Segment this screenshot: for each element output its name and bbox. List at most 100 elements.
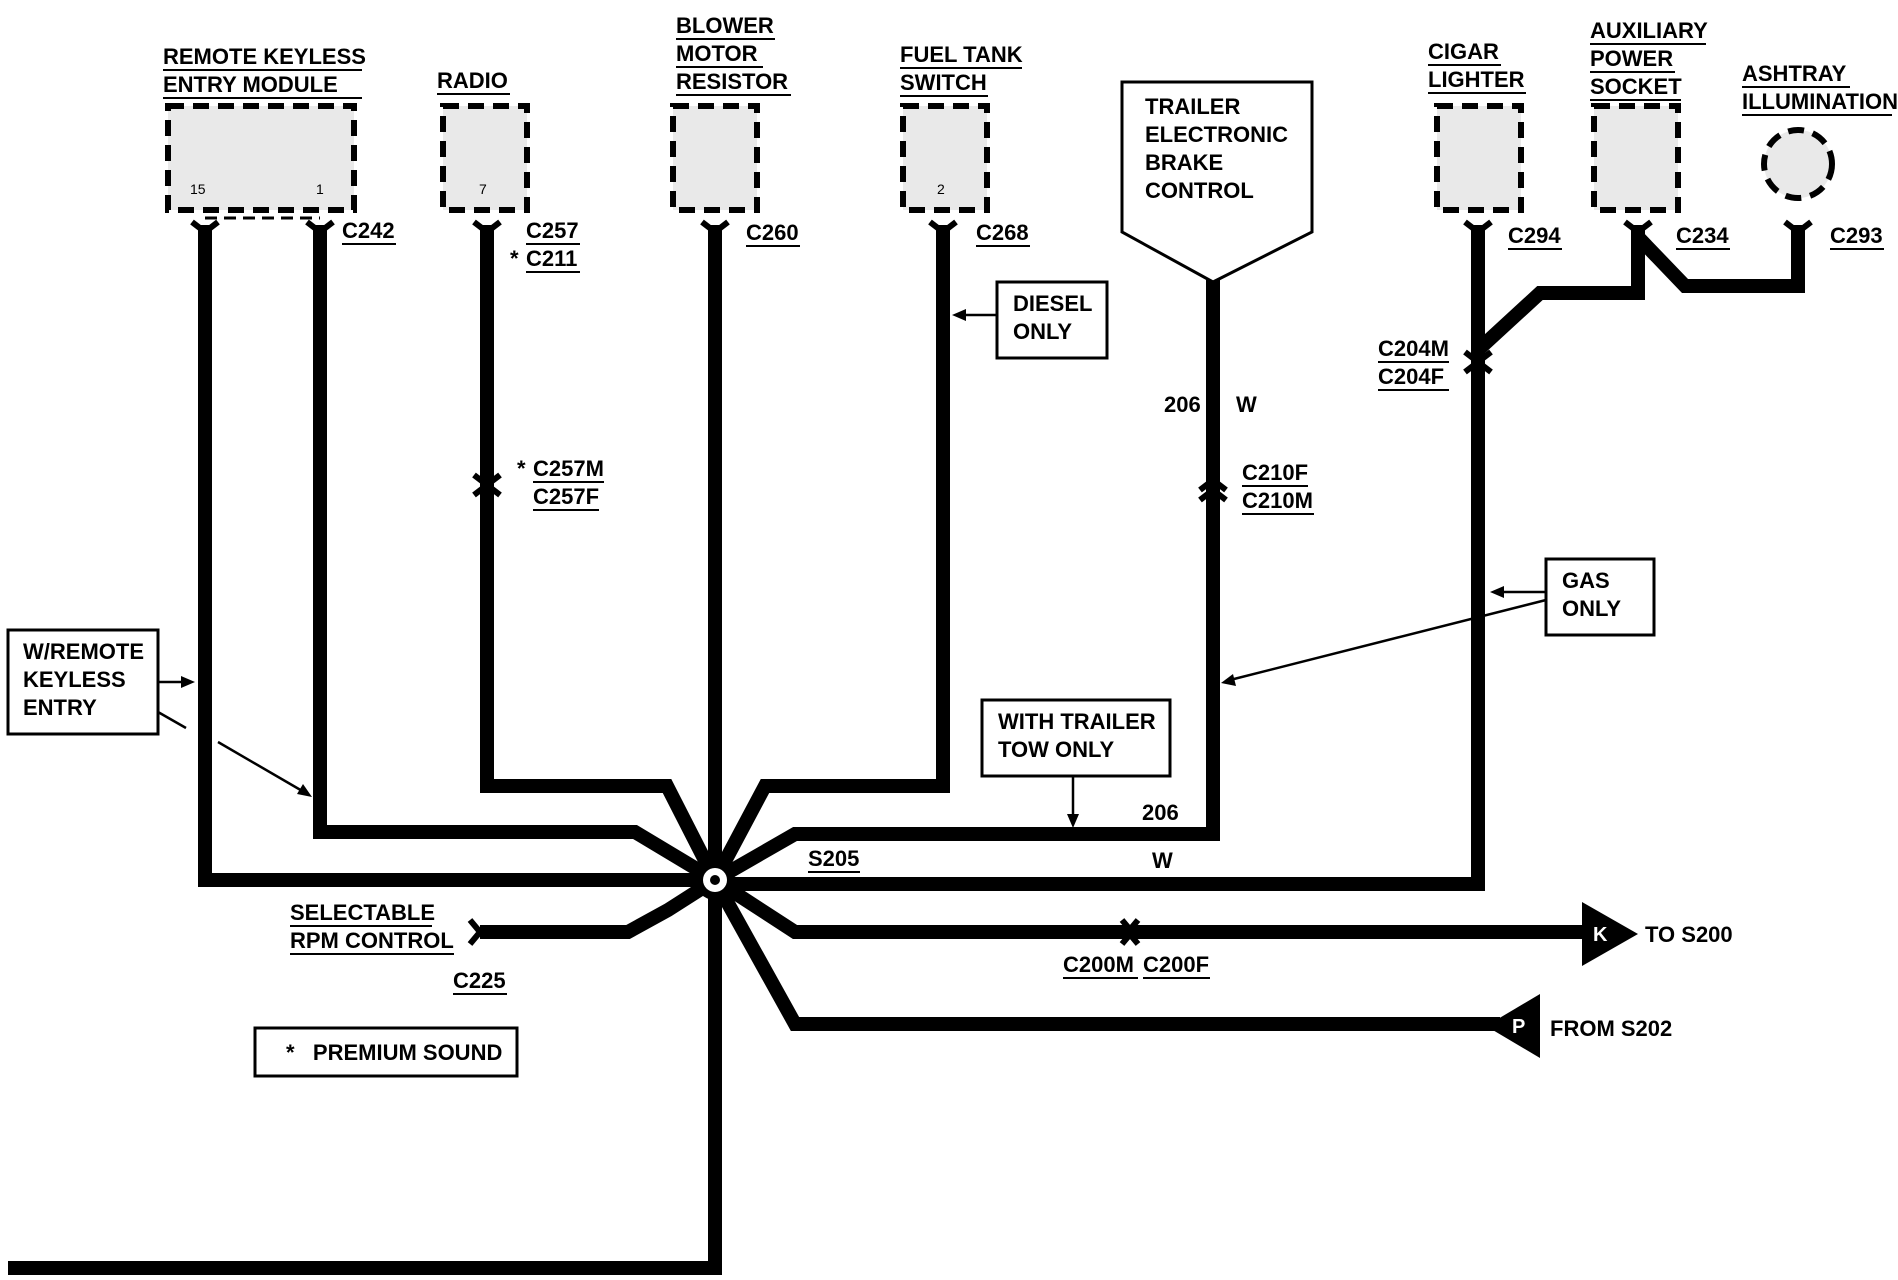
- terminal-p-from-s202: P FROM S202: [1486, 994, 1672, 1058]
- blower-title-line2: MOTOR: [676, 41, 758, 66]
- c293-mark: [1783, 219, 1813, 236]
- wires: [8, 225, 1805, 1275]
- terminal-k-to-s200: K TO S200: [1582, 902, 1733, 966]
- splice-s205: [695, 860, 735, 900]
- c225-mark: [467, 918, 484, 946]
- rke-title-line2: ENTRY MODULE: [163, 72, 338, 97]
- label-c200m: C200M: [1063, 952, 1134, 977]
- c257m-mark: [472, 472, 502, 498]
- label-c242: C242: [342, 218, 395, 243]
- terminal-p-letter: P: [1512, 1016, 1525, 1038]
- label-c257: C257: [526, 218, 579, 243]
- trailer-brake-line2: ELECTRONIC: [1145, 122, 1288, 147]
- cigar-title-line1: CIGAR: [1428, 39, 1499, 64]
- component-ashtray-illumination: ASHTRAY ILLUMINATION: [1742, 61, 1898, 201]
- aux-title-line2: POWER: [1590, 46, 1673, 71]
- premium-sound-text: * PREMIUM SOUND: [286, 1040, 502, 1065]
- label-c225: C225: [453, 968, 506, 993]
- label-c204m: C204M: [1378, 336, 1449, 361]
- wire-color-w-lower: W: [1152, 848, 1173, 873]
- component-cigar-lighter: CIGAR LIGHTER: [1428, 39, 1526, 213]
- rke-note-line3: ENTRY: [23, 695, 97, 720]
- radio-title: RADIO: [437, 68, 508, 93]
- c242-mark-b: [305, 219, 335, 236]
- label-c257f: C257F: [533, 484, 599, 509]
- wire-circuit-206-upper: 206: [1164, 392, 1201, 417]
- label-c200f: C200F: [1143, 952, 1209, 977]
- component-fuel-tank-switch: 2 FUEL TANK SWITCH: [900, 42, 1023, 213]
- selectable-rpm-line1: SELECTABLE: [290, 900, 435, 925]
- wire-selectable-rpm: [480, 874, 719, 939]
- component-auxiliary-power-socket: AUXILIARY POWER SOCKET: [1590, 18, 1708, 213]
- label-c257m: C257M: [533, 456, 604, 481]
- wire-rke-pin-15: [198, 225, 715, 887]
- c210-mark: [1198, 476, 1228, 503]
- component-trailer-brake-control: TRAILER ELECTRONIC BRAKE CONTROL: [1120, 80, 1314, 284]
- cigar-title-line2: LIGHTER: [1428, 67, 1525, 92]
- c242-mark-a: [190, 219, 220, 236]
- terminal-p-label: FROM S202: [1550, 1016, 1672, 1041]
- label-c210f: C210F: [1242, 460, 1308, 485]
- note-diesel-only: DIESEL ONLY: [952, 280, 1109, 360]
- label-c293: C293: [1830, 223, 1883, 248]
- wire-circuit-206-lower: 206: [1142, 800, 1179, 825]
- c260-mark: [700, 219, 730, 236]
- label-c234: C234: [1676, 223, 1729, 248]
- terminal-k-letter: K: [1593, 924, 1608, 946]
- wire-206-trailer: [711, 280, 1220, 887]
- connector-marks: [190, 219, 1813, 946]
- wire-accessory-feed: [715, 350, 1485, 891]
- blower-title-line1: BLOWER: [676, 13, 774, 38]
- fuel-switch-title-line1: FUEL TANK: [900, 42, 1023, 67]
- label-c260: C260: [746, 220, 799, 245]
- wire-radio: [480, 225, 722, 884]
- rke-pin-1-label: 1: [316, 181, 324, 197]
- ashtray-title-line1: ASHTRAY: [1742, 61, 1847, 86]
- wire-fuel-switch: [708, 225, 950, 884]
- c294-mark: [1463, 219, 1493, 236]
- label-s205: S205: [808, 846, 859, 871]
- wire-color-w-upper: W: [1236, 392, 1257, 417]
- aux-title-line3: SOCKET: [1590, 74, 1682, 99]
- label-c210m: C210M: [1242, 488, 1313, 513]
- wire-from-s202: [708, 876, 1500, 1031]
- c234-mark: [1623, 219, 1653, 236]
- note-remote-keyless: W/REMOTE KEYLESS ENTRY: [6, 628, 312, 797]
- c204-mark: [1463, 349, 1493, 375]
- radio-pin-label: 7: [479, 181, 487, 197]
- rke-title-line1: REMOTE KEYLESS: [163, 44, 366, 69]
- wire-to-s200: [711, 874, 1585, 939]
- rke-note-line2: KEYLESS: [23, 667, 126, 692]
- terminal-k-label: TO S200: [1645, 922, 1733, 947]
- c268-mark: [928, 219, 958, 236]
- selectable-rpm-line2: RPM CONTROL: [290, 928, 454, 953]
- wire-labels: 206 W 206 W: [1142, 392, 1257, 873]
- note-premium-sound: * PREMIUM SOUND: [253, 1026, 519, 1078]
- wire-ground: [8, 880, 722, 1275]
- diesel-line1: DIESEL: [1013, 291, 1092, 316]
- aux-title-line1: AUXILIARY: [1590, 18, 1708, 43]
- wire-aux-branch: [1473, 225, 1645, 356]
- fuel-switch-pin-label: 2: [937, 181, 945, 197]
- fuel-switch-title-line2: SWITCH: [900, 70, 987, 95]
- trailer-brake-line4: CONTROL: [1145, 178, 1254, 203]
- diesel-line2: ONLY: [1013, 319, 1072, 344]
- ashtray-title-line2: ILLUMINATION: [1742, 89, 1898, 114]
- selectable-rpm-control: SELECTABLE RPM CONTROL: [290, 900, 454, 955]
- label-c268: C268: [976, 220, 1029, 245]
- connector-labels: C242 C257 * C211 C260 C268 C294 C234 C29…: [342, 218, 1884, 995]
- trailer-brake-line1: TRAILER: [1145, 94, 1240, 119]
- wire-ashtray: [1632, 225, 1805, 293]
- label-c294: C294: [1508, 223, 1561, 248]
- blower-title-line3: RESISTOR: [676, 69, 788, 94]
- component-blower-resistor: BLOWER MOTOR RESISTOR: [670, 13, 791, 213]
- c257-mark: [472, 219, 502, 236]
- label-c204f: C204F: [1378, 364, 1444, 389]
- component-radio: 7 RADIO: [437, 68, 530, 213]
- label-c211: C211: [526, 246, 577, 271]
- trailer-brake-line3: BRAKE: [1145, 150, 1223, 175]
- gas-line2: ONLY: [1562, 596, 1621, 621]
- label-c257m-star: *: [517, 456, 526, 481]
- gas-line1: GAS: [1562, 568, 1610, 593]
